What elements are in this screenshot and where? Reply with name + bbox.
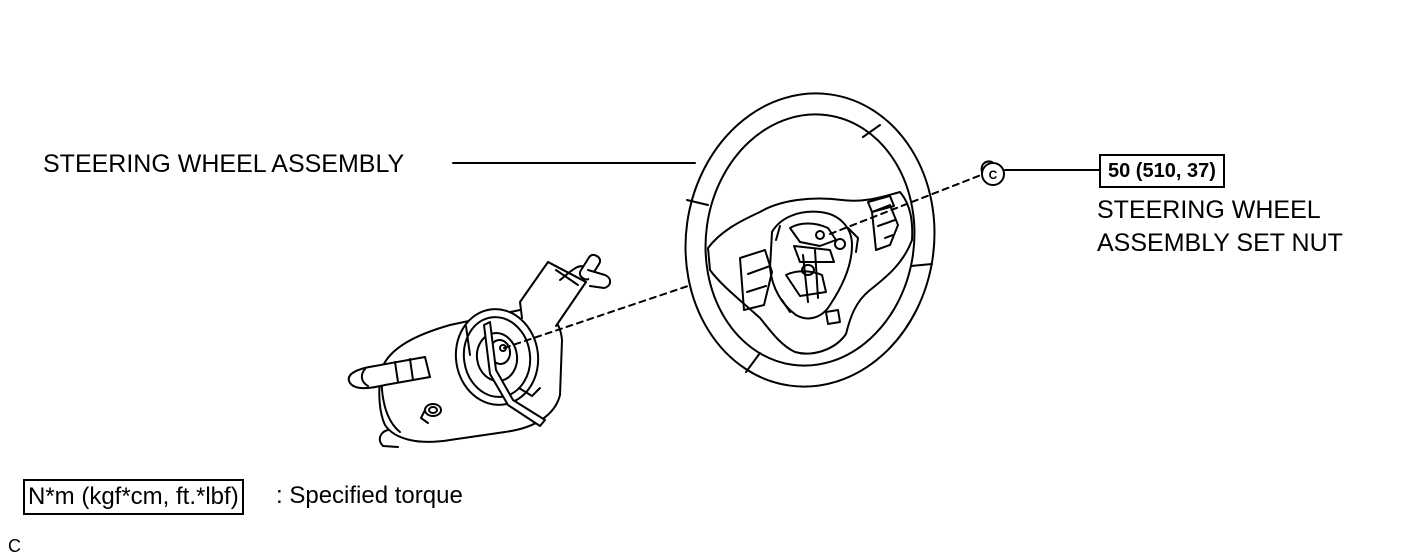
set-nut-label-line2: ASSEMBLY SET NUT	[1097, 229, 1343, 257]
combination-switch-assembly	[347, 253, 612, 448]
torque-unit-legend-box: N*m (kgf*cm, ft.*lbf)	[23, 479, 244, 515]
steering-wheel-assembly-label: STEERING WHEEL ASSEMBLY	[43, 150, 405, 178]
nut-mark: C	[989, 168, 998, 182]
set-nut-label-line1: STEERING WHEEL	[1097, 196, 1321, 224]
torque-legend-description: : Specified torque	[276, 482, 463, 509]
center-axis	[503, 174, 982, 349]
set-nut	[980, 160, 1005, 186]
torque-spec-box: 50 (510, 37)	[1099, 154, 1225, 188]
steering-wheel	[684, 92, 936, 388]
figure-reference-mark: C	[8, 536, 21, 556]
